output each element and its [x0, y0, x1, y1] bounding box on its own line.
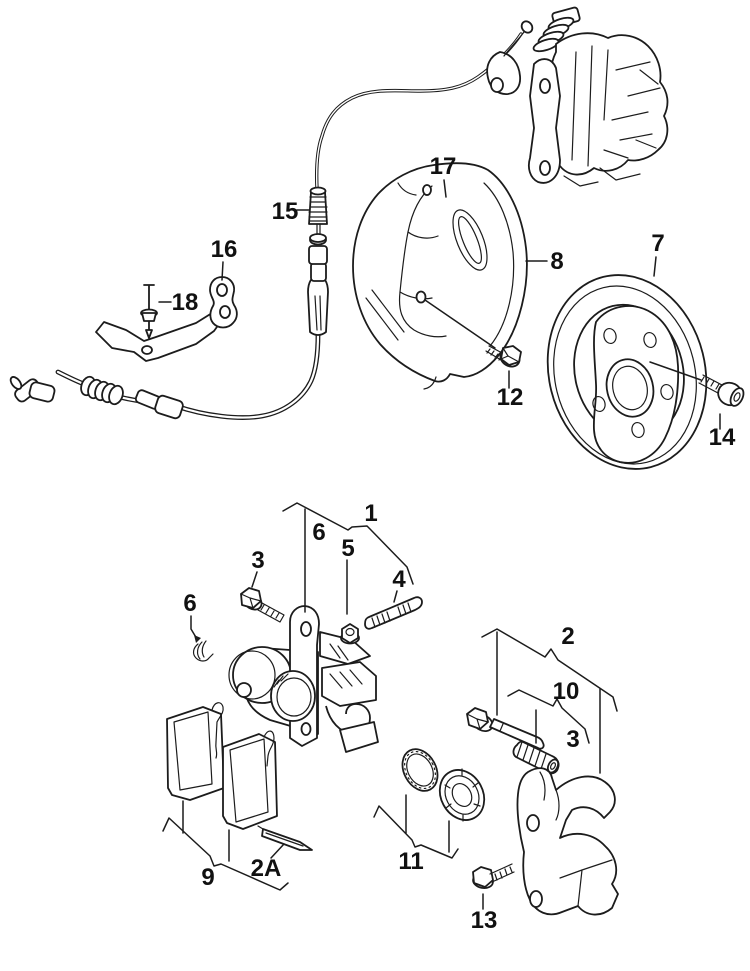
caliper-flange: [527, 58, 561, 184]
bolt-3-left: [240, 587, 285, 623]
parking-brake-cable: [9, 20, 534, 420]
callout-label-7: 7: [651, 230, 664, 257]
callout-label-13: 13: [471, 907, 498, 934]
stud-4: [364, 596, 423, 630]
callout-label-11: 11: [398, 848, 423, 875]
cable-ferrule-large: [154, 394, 184, 420]
cable-connector: [9, 376, 56, 403]
caliper-assembled: [486, 6, 669, 187]
guide-pin-bolt: [466, 707, 545, 750]
callout-leaders: [158, 179, 721, 910]
callout-label-9: 9: [201, 864, 214, 891]
caliper-housing: [228, 605, 379, 753]
callout-label-3-left: 3: [251, 547, 264, 574]
callout-label-17: 17: [430, 153, 457, 180]
brake-disc-7: [546, 274, 708, 470]
brake-pad-inner: [222, 730, 278, 830]
callout-label-4: 4: [392, 566, 406, 593]
cable-bellows: [80, 375, 124, 406]
brake-pad-outer: [166, 702, 225, 801]
callout-labels: 15 17 16 18 8 7 12 14 1 6 5 3 4 6 9 2A 1…: [172, 153, 736, 934]
bolt-14: [649, 361, 745, 407]
callout-label-6-upper: 6: [312, 519, 325, 546]
dust-boot: [438, 768, 486, 822]
nut-5: [340, 623, 360, 645]
callout-label-16: 16: [211, 236, 238, 263]
callout-label-2: 2: [561, 623, 574, 650]
callout-label-10: 10: [553, 678, 580, 705]
spring-clip-6: [192, 640, 214, 662]
splash-shield-8: [352, 162, 528, 390]
cable-adjuster-15: [308, 186, 328, 243]
cable-sheath-end: [307, 275, 329, 336]
bolt-12: [424, 299, 522, 368]
shim-2a: [257, 825, 313, 851]
callout-label-6-left: 6: [183, 590, 196, 617]
callout-label-8: 8: [550, 248, 563, 275]
callout-label-18: 18: [172, 289, 199, 316]
callout-label-1: 1: [364, 500, 377, 527]
expanding-pin-18: [140, 284, 158, 339]
caliper-carrier-2: [516, 767, 619, 916]
callout-label-15: 15: [272, 198, 299, 225]
callout-label-5: 5: [341, 535, 354, 562]
callout-label-14: 14: [709, 424, 736, 451]
seal-ring: [401, 748, 439, 792]
callout-label-12: 12: [497, 384, 524, 411]
cable-coupler: [310, 262, 327, 282]
cable-end-nipple: [520, 20, 534, 34]
callout-label-2A: 2A: [251, 855, 282, 882]
cable-bracket-16: [95, 276, 238, 362]
callout-label-3-right: 3: [566, 726, 579, 753]
bolt-13: [472, 863, 515, 890]
